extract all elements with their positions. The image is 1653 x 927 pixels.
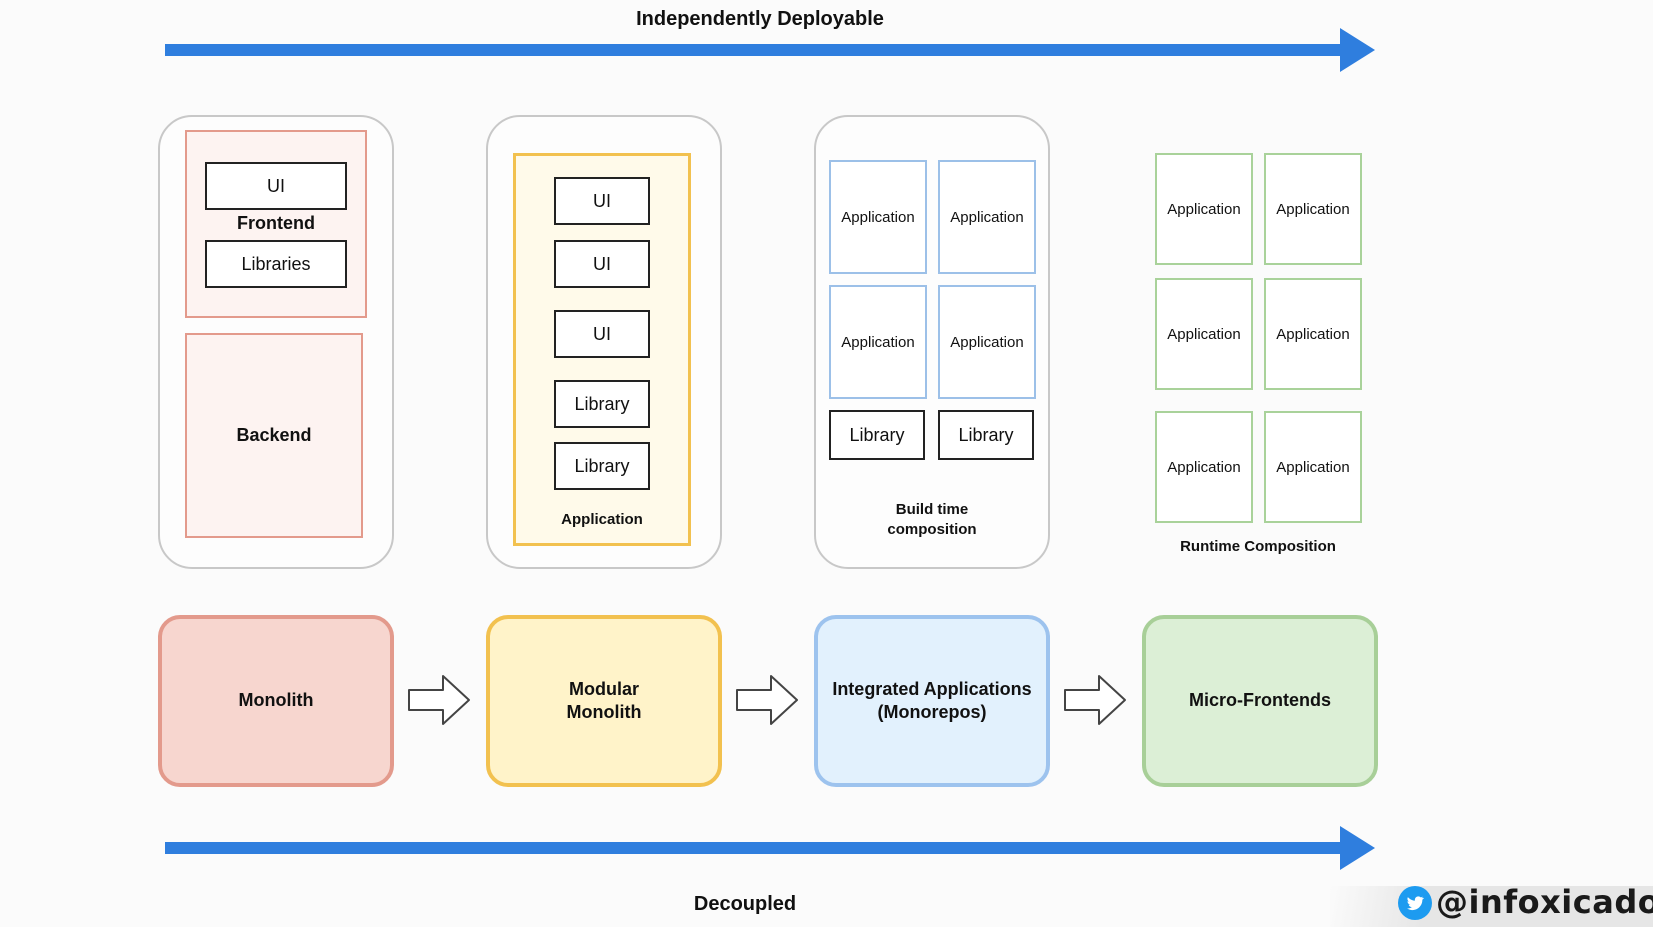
hollow-arrow-3 <box>1064 675 1126 725</box>
bottom-arrow <box>165 826 1375 870</box>
runtime-app-2: Application <box>1264 153 1362 265</box>
watermark-shade <box>1330 886 1653 927</box>
runtime-app-3: Application <box>1155 278 1253 390</box>
twitter-bird-icon <box>1398 886 1432 920</box>
modular-ui-box-1: UI <box>554 177 650 225</box>
hollow-arrow-1 <box>408 675 470 725</box>
build-time-caption: Build time composition <box>887 501 977 538</box>
independently-deployable-label: Independently Deployable <box>636 8 884 30</box>
integrated-library-2: Library <box>938 410 1034 460</box>
stage-monolith: Monolith <box>158 615 394 787</box>
application-caption: Application <box>561 511 643 528</box>
modular-ui-box-3: UI <box>554 310 650 358</box>
modular-library-box-1: Library <box>554 380 650 428</box>
integrated-app-4: Application <box>938 285 1036 399</box>
decoupled-label: Decoupled <box>693 893 797 915</box>
integrated-library-1: Library <box>829 410 925 460</box>
frontend-label: Frontend <box>237 213 315 233</box>
hollow-arrow-2 <box>736 675 798 725</box>
stage-micro-frontends: Micro-Frontends <box>1142 615 1378 787</box>
top-arrow <box>165 28 1375 72</box>
runtime-app-1: Application <box>1155 153 1253 265</box>
modular-library-box-2: Library <box>554 442 650 490</box>
integrated-app-1: Application <box>829 160 927 274</box>
stage-integrated-applications: Integrated Applications (Monorepos) <box>814 615 1050 787</box>
stage-modular-monolith: Modular Monolith <box>486 615 722 787</box>
runtime-app-5: Application <box>1155 411 1253 523</box>
runtime-composition-caption: Runtime Composition <box>1180 538 1336 555</box>
libraries-box: Libraries <box>205 240 347 288</box>
modular-ui-box-2: UI <box>554 240 650 288</box>
integrated-app-2: Application <box>938 160 1036 274</box>
runtime-app-6: Application <box>1264 411 1362 523</box>
runtime-app-4: Application <box>1264 278 1362 390</box>
integrated-app-3: Application <box>829 285 927 399</box>
backend-box: Backend <box>185 333 363 538</box>
twitter-handle[interactable]: @infoxicador <box>1436 883 1653 921</box>
frontend-ui-box: UI <box>205 162 347 210</box>
